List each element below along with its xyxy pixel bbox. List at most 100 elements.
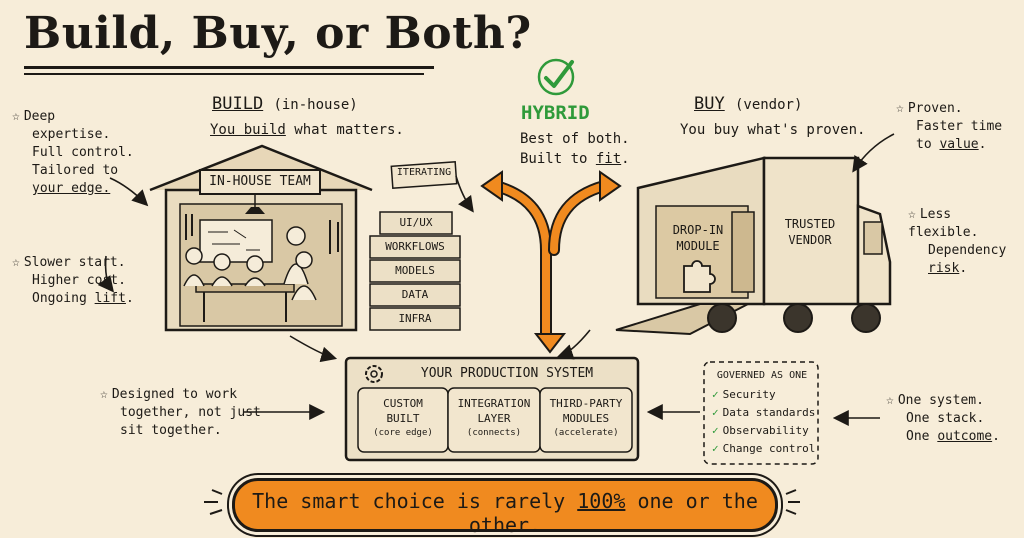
build-subtitle-emph: You build (210, 122, 286, 138)
production-system-panel (344, 356, 640, 462)
star-icon: ☆ (12, 109, 20, 124)
part-custom-l2: BUILT (386, 412, 420, 425)
part-integration-l3: (connects) (466, 428, 522, 438)
build-cons-l3-prefix: Ongoing (32, 291, 95, 306)
in-house-workshop-illustration (149, 144, 373, 332)
iterating-tag: ITERATING (396, 167, 452, 178)
buy-cons-l3-emph: risk (928, 261, 960, 276)
build-pros-l5: your edge. (32, 181, 111, 196)
drop-in-module-label: DROP-IN MODULE (660, 222, 736, 254)
buy-cons-l1: Less flexible. (908, 207, 979, 240)
hybrid-line2: Built to fit. (520, 151, 630, 167)
star-icon: ☆ (100, 387, 108, 402)
one-system-l3: One outcome. (886, 428, 1000, 446)
hybrid-line2-prefix: Built to (520, 151, 596, 167)
buy-pros-l3-emph: value (939, 137, 979, 152)
title-underline-secondary (24, 73, 424, 75)
buy-subtitle: You buy what's proven. (680, 122, 866, 138)
governed-list: ✓Security ✓Data standards ✓Observability… (712, 386, 815, 458)
build-cons-l1: Slower start. (23, 255, 126, 270)
buy-heading-word: BUY (694, 94, 725, 114)
banner-suffix: one or the other. (468, 489, 758, 537)
one-system-l3-suffix: . (992, 429, 1000, 444)
buy-heading: BUY (vendor) (694, 94, 802, 114)
buy-pros-l3-prefix: to (916, 137, 940, 152)
hybrid-line1: Best of both. (520, 131, 630, 147)
build-pros-note: ☆Deep expertise. Full control. Tailored … (12, 108, 134, 198)
star-icon: ☆ (886, 393, 894, 408)
buy-cons-l3: risk. (908, 260, 1024, 278)
one-system-note: ☆One system. One stack. One outcome. (886, 392, 1000, 446)
page-title: Build, Buy, or Both? (24, 8, 532, 59)
conclusion-banner-text: The smart choice is rarely 100% one or t… (232, 489, 778, 537)
designed-l1: Designed to work (111, 387, 238, 402)
stack-layer-workflows: WORKFLOWS (385, 240, 445, 253)
governed-item: ✓Observability (712, 422, 815, 440)
star-icon: ☆ (908, 207, 916, 222)
build-pros-l1: Deep (23, 109, 56, 124)
check-icon: ✓ (712, 442, 719, 455)
governed-box (703, 361, 819, 465)
buy-cons-note: ☆Less flexible. Dependency risk. (908, 206, 1024, 278)
star-icon: ☆ (896, 101, 904, 116)
banner-prefix: The smart choice is rarely (252, 489, 578, 513)
stack-illustration (369, 160, 461, 331)
governed-item-label: Security (722, 388, 776, 401)
build-subtitle-rest: what matters. (285, 122, 404, 138)
build-heading-suffix: (in-house) (273, 97, 358, 113)
stack-layer-infra: INFRA (398, 312, 432, 325)
build-cons-l3-suffix: . (125, 291, 134, 306)
build-cons-l3: Ongoing lift. (12, 290, 134, 308)
trusted-vendor-label: TRUSTED VENDOR (770, 216, 850, 248)
buy-cons-l2: Dependency (928, 243, 1007, 258)
one-system-l2: One stack. (906, 411, 985, 426)
designed-l2: together, not just (120, 405, 261, 420)
banner-emph: 100% (577, 489, 626, 513)
checkmark-circle-icon (537, 58, 575, 96)
part-integration-l2: LAYER (477, 412, 511, 425)
buy-pros-l2: Faster time (916, 119, 1003, 134)
stack-layer-ui: UI/UX (399, 216, 433, 229)
governed-item: ✓Change control (712, 440, 815, 458)
drop-in-module-l2: MODULE (676, 239, 720, 253)
part-integration-layer: INTEGRATION LAYER (connects) (448, 396, 540, 441)
buy-heading-suffix: (vendor) (734, 97, 803, 113)
check-icon: ✓ (712, 388, 719, 401)
part-integration-l1: INTEGRATION (457, 397, 531, 410)
vendor-truck-illustration (615, 156, 892, 336)
hybrid-line2-suffix: . (621, 151, 630, 167)
part-third-party: THIRD-PARTY MODULES (accelerate) (540, 396, 632, 441)
build-heading-word: BUILD (212, 94, 264, 114)
title-underline (24, 66, 434, 69)
governed-item: ✓Security (712, 386, 815, 404)
part-third-party-l2: MODULES (562, 412, 610, 425)
banner-accent-marks (204, 489, 800, 515)
puzzle-piece-icon (683, 260, 716, 293)
governed-title: GOVERNED AS ONE (716, 370, 808, 381)
one-system-l3-emph: outcome (937, 429, 993, 444)
buy-pros-l1: Proven. (907, 101, 963, 116)
governed-item: ✓Data standards (712, 404, 815, 422)
trusted-vendor-l1: TRUSTED (784, 217, 836, 231)
build-pros-l4: Tailored to (32, 163, 119, 178)
check-icon: ✓ (712, 424, 719, 437)
build-pros-l3: Full control. (32, 145, 134, 160)
buy-cons-l3-suffix: . (959, 261, 968, 276)
drop-in-module-l1: DROP-IN (672, 223, 724, 237)
part-custom-l1: CUSTOM (383, 397, 423, 410)
hybrid-heading: HYBRID (521, 102, 590, 124)
conclusion-banner (232, 478, 778, 532)
production-system-title: YOUR PRODUCTION SYSTEM (420, 366, 594, 381)
designed-note: ☆Designed to work together, not just sit… (100, 386, 261, 440)
buy-pros-note: ☆Proven. Faster time to value. (896, 100, 1002, 154)
connector-arrows (97, 133, 895, 426)
gear-icon (365, 365, 383, 383)
stack-layer-data: DATA (401, 288, 429, 301)
in-house-team-sign: IN-HOUSE TEAM (209, 174, 311, 189)
one-system-l3-prefix: One (906, 429, 938, 444)
part-third-party-l3: (accelerate) (553, 428, 619, 438)
trusted-vendor-l2: VENDOR (788, 233, 832, 247)
governed-item-label: Change control (722, 442, 816, 455)
part-third-party-l1: THIRD-PARTY (549, 397, 623, 410)
